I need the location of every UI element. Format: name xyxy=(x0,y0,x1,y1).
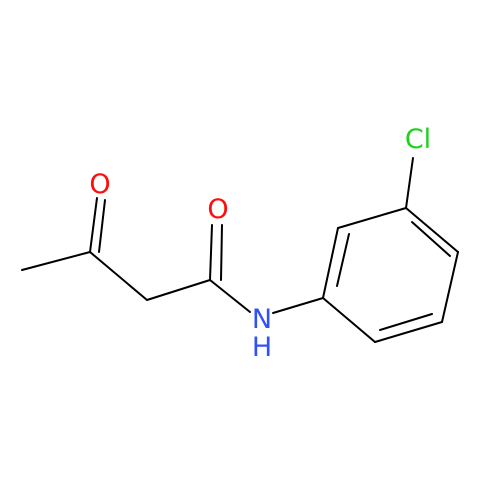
ketone-oxygen-label: O xyxy=(89,169,110,200)
ring-bond-4 xyxy=(441,251,459,323)
chlorine-label: Cl xyxy=(405,124,431,155)
amide-oxygen-label: O xyxy=(207,194,228,225)
ring-inner-3 xyxy=(379,313,433,331)
bond-ring-chlorine xyxy=(405,157,414,209)
bond-nitrogen-ring xyxy=(272,297,324,314)
bond-amide-oxygen-2 xyxy=(220,224,223,281)
bond-carbonyl-methylene xyxy=(89,251,148,301)
bonds xyxy=(21,157,459,343)
bond-amide-oxygen-1 xyxy=(209,224,213,281)
amide-nitrogen-label: N xyxy=(252,304,272,335)
bond-methyl-carbonyl xyxy=(21,251,91,271)
ring-bond-6 xyxy=(322,297,376,343)
ring-inner-2 xyxy=(411,221,451,257)
bond-amide-nitrogen xyxy=(209,279,251,313)
ring-bond-2 xyxy=(337,207,407,229)
bond-methylene-amide xyxy=(146,279,211,301)
ring-bond-5 xyxy=(374,321,443,343)
amide-hydrogen-label: H xyxy=(252,332,272,363)
bond-ketone-oxygen-2 xyxy=(98,199,106,253)
bond-ketone-oxygen-1 xyxy=(89,197,98,253)
ring-inner-1 xyxy=(336,233,350,287)
ring-bond-3 xyxy=(405,207,459,253)
ring-bond-1 xyxy=(322,227,339,299)
